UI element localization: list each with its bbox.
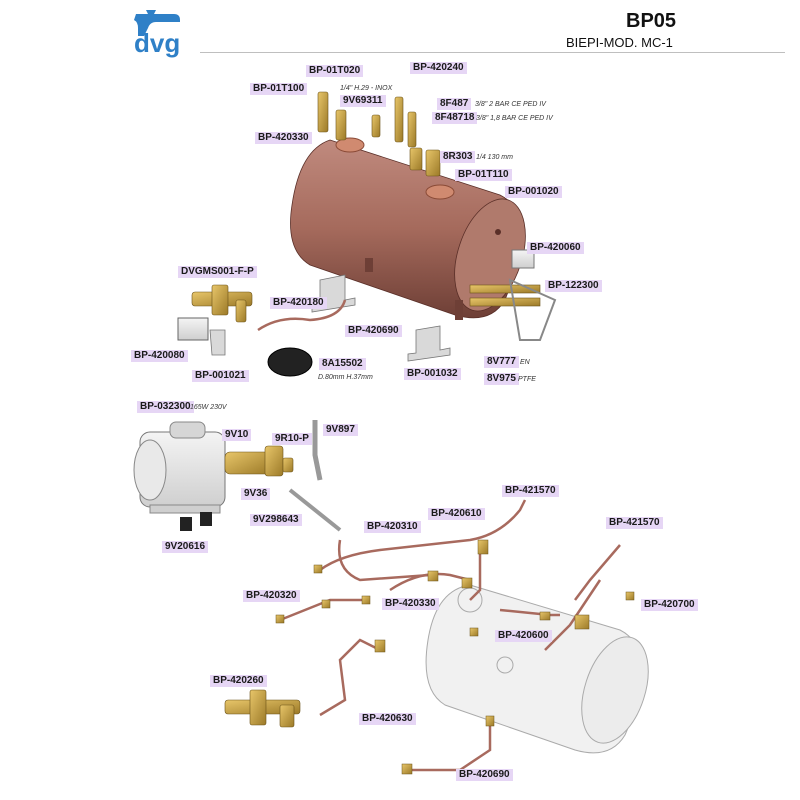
part-label: 9V897 [323, 424, 358, 436]
pipe-fittings [275, 539, 635, 775]
part-label: BP-01T110 [455, 169, 512, 181]
part-label: 8V777 [484, 356, 519, 368]
part-label: BP-122300 [545, 280, 602, 292]
part-label: BP-01T020 [306, 65, 364, 77]
part-label: 8V975 [484, 373, 519, 385]
part-label: BP-420080 [131, 350, 188, 362]
part-note: 1/4 130 mm [476, 154, 513, 161]
part-label: 8F48718 [432, 112, 478, 124]
part-label: 8F487 [437, 98, 472, 110]
page-code: BP05 [626, 10, 677, 32]
hose-9v298643 [288, 488, 342, 532]
part-label: 8R303 [440, 151, 476, 163]
pipe [257, 299, 347, 332]
part-label: BP-420260 [210, 675, 267, 687]
part-label: 9R10-P [272, 433, 312, 445]
valve-assembly [191, 284, 253, 323]
part-label: BP-001021 [192, 370, 249, 382]
copper-pipes [279, 499, 621, 772]
pump-motor [133, 421, 226, 514]
dvg-logo [130, 8, 200, 63]
boiler-ghost [425, 584, 649, 754]
part-label: 9V10 [222, 429, 252, 441]
part-label: BP-420600 [495, 630, 552, 642]
part-label: BP-001032 [404, 368, 461, 380]
part-label: BP-420630 [359, 713, 416, 725]
part-note: 3/8" 1,8 BAR CE PED IV [476, 115, 553, 122]
part-label: BP-420320 [243, 590, 300, 602]
boiler-copper [290, 137, 526, 320]
part-label: BP-01T100 [250, 83, 308, 95]
part-note: PTFE [518, 376, 536, 383]
rubber-feet [180, 512, 212, 531]
part-label: BP-420610 [428, 508, 485, 520]
pump-head [224, 445, 294, 477]
part-label: BP-420690 [345, 325, 402, 337]
part-note: EN [520, 359, 530, 366]
part-label: BP-421570 [606, 517, 663, 529]
braided-hose [312, 420, 323, 481]
valve-420260 [224, 689, 301, 728]
part-label: 8A15502 [319, 358, 366, 370]
part-label: BP-420180 [270, 297, 327, 309]
part-label: 9V20616 [162, 541, 209, 553]
logo-text: dvg [134, 28, 181, 58]
boiler-fittings [317, 91, 441, 177]
part-label: BP-420700 [641, 599, 698, 611]
part-note: D.80mm H.37mm [318, 374, 373, 381]
part-note: 165W 230V [190, 404, 227, 411]
part-label: BP-420310 [364, 521, 421, 533]
part-label: 9V36 [241, 488, 271, 500]
coffee-tap-icon [134, 10, 180, 36]
part-label: BP-420060 [527, 242, 584, 254]
part-label: BP-420690 [456, 769, 513, 781]
part-label: DVGMS001-F-P [178, 266, 257, 278]
part-label: BP-420330 [382, 598, 439, 610]
part-label: BP-001020 [505, 186, 562, 198]
pump-motor-black [267, 347, 313, 377]
header-divider [200, 52, 785, 53]
part-label: BP-032300 [137, 401, 194, 413]
part-note: 1/4" H.29 - INOX [340, 85, 393, 92]
part-note: 3/8" 2 BAR CE PED IV [475, 101, 546, 108]
part-label: BP-420330 [255, 132, 312, 144]
part-label: BP-420240 [410, 62, 467, 74]
pressure-switch [177, 317, 209, 341]
part-label: BP-421570 [502, 485, 559, 497]
part-label: 9V69311 [340, 95, 386, 107]
part-label: 9V298643 [250, 514, 302, 526]
tube-heating-element [469, 249, 557, 341]
page-subtitle: BIEPI-MOD. MC-1 [566, 35, 673, 50]
